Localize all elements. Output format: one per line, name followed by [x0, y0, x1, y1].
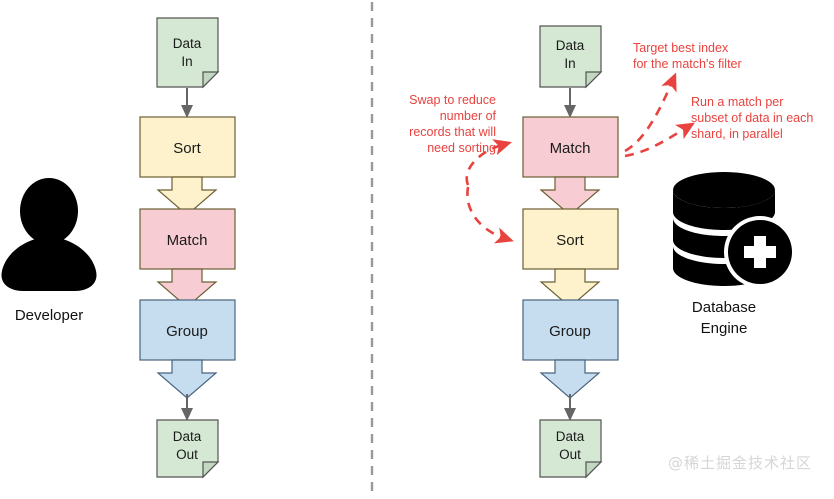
block-arrow-left-match-to-group [156, 268, 218, 308]
node-right-group[interactable]: Group [522, 299, 619, 361]
node-left-data-out-label-line2: Out [176, 447, 198, 462]
node-right-sort-label: Sort [556, 232, 584, 249]
node-left-sort-label: Sort [173, 140, 201, 157]
node-left-data-in-label-line1: Data [173, 36, 202, 51]
watermark-text: @稀土掘金技术社区 [668, 454, 813, 472]
node-right-group-label: Group [549, 323, 591, 340]
node-left-match[interactable]: Match [139, 208, 236, 270]
database-engine-caption: Database Engine [691, 299, 757, 337]
connector-right-datain-to-match [564, 88, 576, 118]
shard-arrow [624, 122, 695, 158]
annotation-shard-note: Run a match per subset of data in each s… [691, 95, 814, 141]
node-right-match-label: Match [550, 140, 591, 157]
block-arrow-right-group-out [539, 359, 601, 399]
index-arrow [624, 72, 677, 153]
developer-caption: Developer [14, 307, 84, 324]
node-left-data-out[interactable]: Data Out [156, 419, 220, 479]
block-arrow-right-match-to-sort [539, 176, 601, 216]
block-arrow-left-sort-to-match [156, 176, 218, 216]
node-right-data-out-label-line2: Out [559, 447, 581, 462]
connector-right-group-to-dataout [564, 394, 576, 421]
swap-arrow-to-sort [466, 186, 514, 244]
node-right-sort[interactable]: Sort [522, 208, 619, 270]
block-arrow-right-sort-to-group [539, 268, 601, 308]
connector-left-datain-to-sort [181, 88, 193, 118]
node-right-data-in[interactable]: Data In [539, 25, 603, 89]
node-left-match-label: Match [167, 232, 208, 249]
node-left-group-label: Group [166, 323, 208, 340]
node-right-data-out[interactable]: Data Out [539, 419, 603, 479]
connector-left-group-to-dataout [181, 394, 193, 421]
node-left-sort[interactable]: Sort [139, 116, 236, 178]
annotation-index-note: Target best index for the match's filter [633, 41, 742, 71]
node-left-group[interactable]: Group [139, 299, 236, 361]
block-arrow-left-group-out [156, 359, 218, 399]
node-left-data-in[interactable]: Data In [156, 17, 220, 89]
database-plus-icon [673, 172, 796, 288]
node-right-data-in-label-line2: In [564, 56, 575, 71]
node-right-match[interactable]: Match [522, 116, 619, 178]
swap-arrow-to-match [465, 139, 512, 186]
node-left-data-out-label-line1: Data [173, 429, 202, 444]
node-right-data-in-label-line1: Data [556, 38, 585, 53]
annotation-swap-note: Swap to reduce number of records that wi… [409, 93, 496, 155]
node-left-data-in-label-line2: In [181, 54, 192, 69]
person-silhouette-icon [1, 178, 97, 291]
node-right-data-out-label-line1: Data [556, 429, 585, 444]
